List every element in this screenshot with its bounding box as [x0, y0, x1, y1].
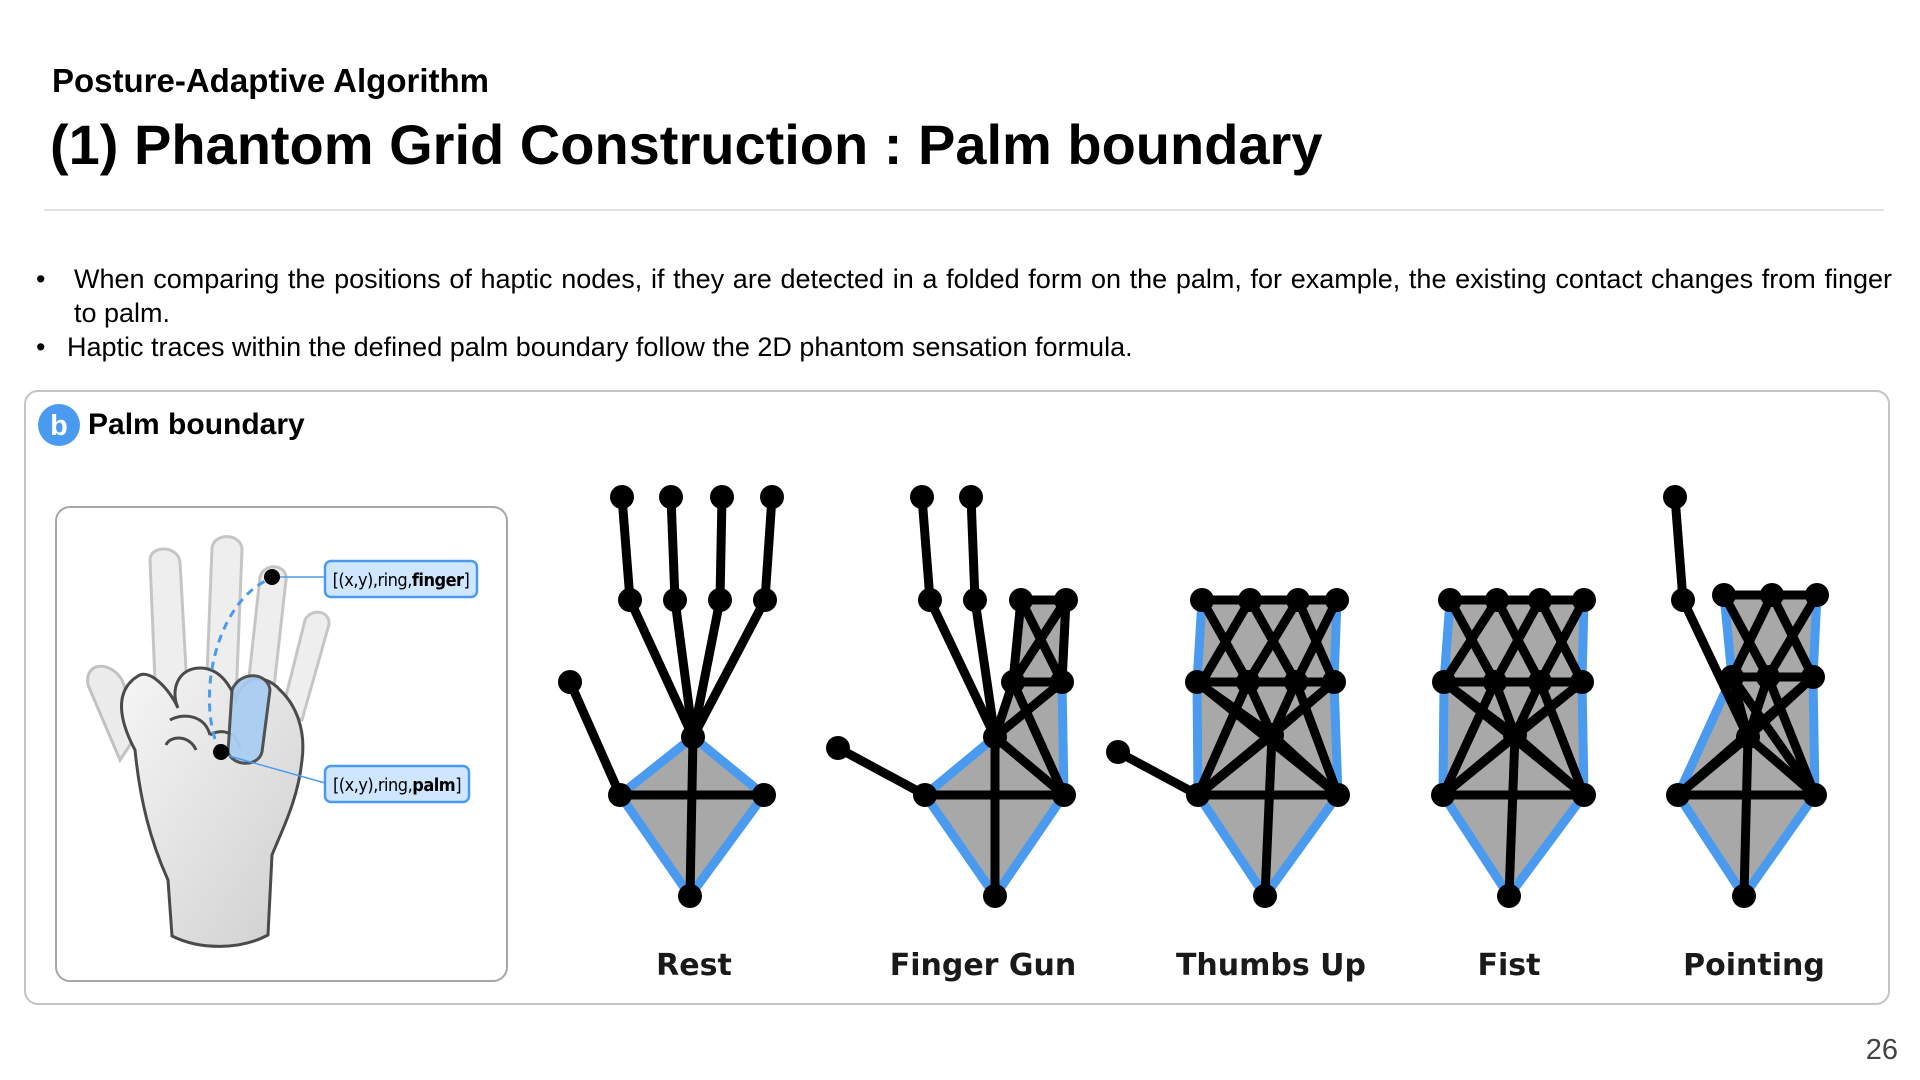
palm-label-bold: palm	[412, 775, 455, 796]
palm-label-suffix: ]	[455, 775, 461, 796]
skeleton-nodes	[1431, 588, 1596, 908]
title-divider	[44, 209, 1884, 211]
ring-finger-node	[264, 569, 280, 585]
section-subtitle: Posture-Adaptive Algorithm	[52, 62, 489, 99]
posture-pointing	[1663, 485, 1829, 908]
skeleton-edges	[833, 492, 1071, 901]
panel-heading-text: Palm boundary	[88, 408, 305, 441]
skeleton-edges	[1438, 595, 1589, 901]
bullet-item: • When comparing the positions of haptic…	[36, 262, 1892, 330]
posture-label-rest: Rest	[656, 948, 732, 983]
posture-thumbs-up	[1106, 588, 1350, 908]
finger-label: [(x,y),ring,finger]	[333, 570, 470, 591]
palm-label: [(x,y),ring,palm]	[333, 775, 461, 796]
bullet-item: • Haptic traces within the defined palm …	[36, 330, 1892, 364]
hand-inset: [(x,y),ring,finger] [(x,y),ring,palm]	[55, 506, 508, 982]
posture-label-finger-gun: Finger Gun	[890, 948, 1077, 983]
palm-label-box	[323, 764, 471, 804]
palm-label-leader	[228, 755, 326, 784]
posture-fist	[1431, 588, 1596, 908]
finger-label-suffix: ]	[464, 570, 470, 591]
figure-panel	[24, 390, 1890, 1005]
bullet-text: Haptic traces within the defined palm bo…	[67, 332, 1133, 362]
posture-rest	[558, 485, 784, 908]
palm-label-prefix: [(x,y),ring,	[333, 775, 412, 796]
page-number: 26	[1865, 1034, 1898, 1066]
finger-label-box	[323, 559, 479, 599]
posture-label-fist: Fist	[1478, 948, 1541, 983]
bullet-list: • When comparing the positions of haptic…	[36, 262, 1892, 364]
ring-palm-node	[213, 744, 229, 760]
bullet-dot: •	[36, 332, 46, 362]
skeleton-nodes	[1106, 588, 1350, 908]
skeleton-nodes	[558, 485, 784, 908]
skeleton-edges	[1670, 492, 1822, 901]
badge-icon	[38, 404, 80, 446]
panel-heading: b Palm boundary	[38, 404, 305, 446]
posture-label-pointing: Pointing	[1683, 948, 1825, 983]
skeleton-edges	[565, 492, 777, 901]
posture-captions: Rest Finger Gun Thumbs Up Fist Pointing	[656, 948, 1825, 983]
badge-letter: b	[50, 410, 68, 442]
finger-label-bold: finger	[412, 570, 464, 591]
hand-illustration-icon	[86, 535, 331, 948]
posture-label-thumbs-up: Thumbs Up	[1176, 948, 1366, 983]
finger-label-prefix: [(x,y),ring,	[333, 570, 412, 591]
skeleton-nodes	[826, 485, 1078, 908]
skeleton-nodes	[1663, 485, 1829, 908]
page-title: (1) Phantom Grid Construction : Palm bou…	[50, 113, 1323, 176]
bullet-dot: •	[36, 264, 46, 294]
bullet-text: When comparing the positions of haptic n…	[74, 264, 1892, 328]
posture-finger-gun	[826, 485, 1078, 908]
fold-trajectory-arrow	[207, 576, 273, 753]
